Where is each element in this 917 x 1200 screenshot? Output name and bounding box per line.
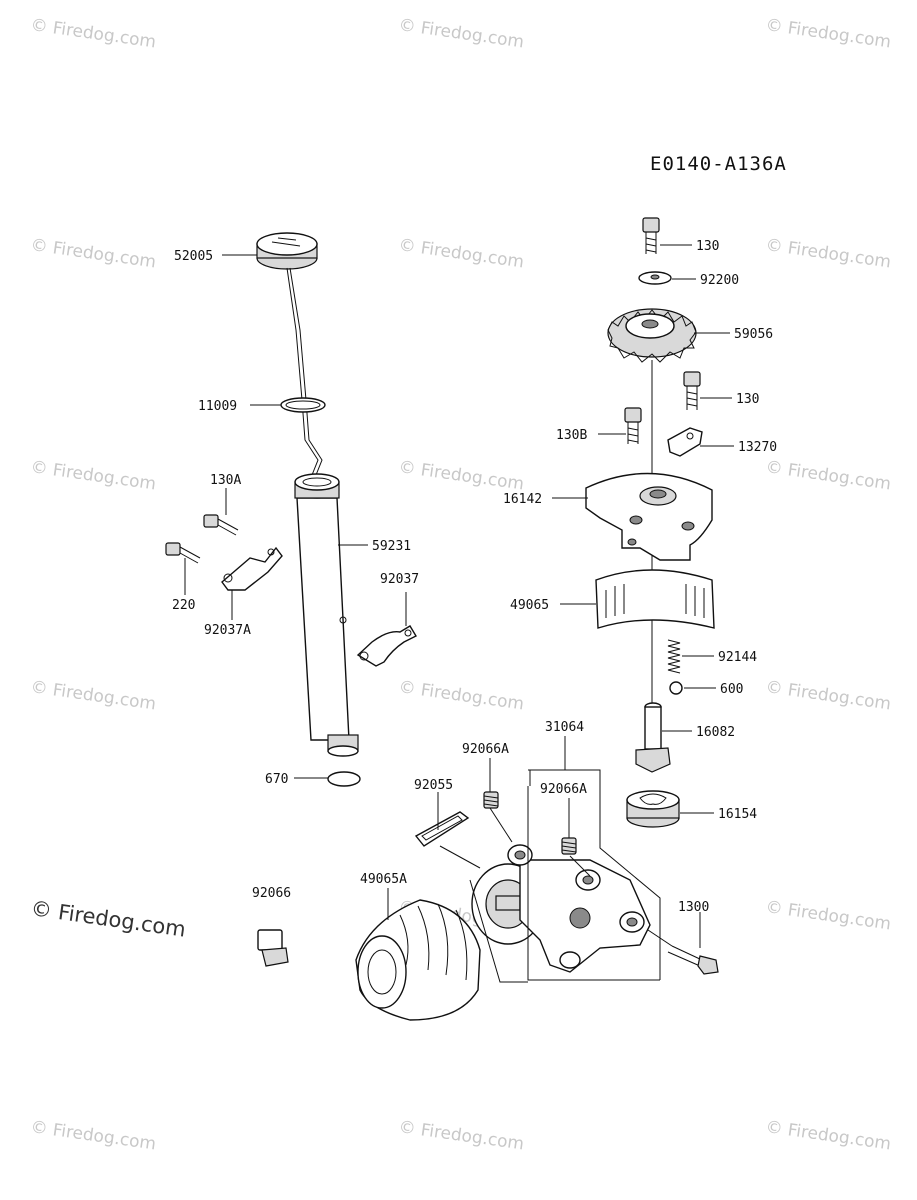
label-600[interactable]: 600 <box>720 682 743 697</box>
labels-left: 52005 11009 130A 220 92037A 59231 92037 … <box>172 249 419 787</box>
watermark: © Firedog.com <box>764 1117 892 1154</box>
label-92066[interactable]: 92066 <box>252 886 291 901</box>
label-59056[interactable]: 59056 <box>734 327 773 342</box>
plug-92066A-left <box>483 791 499 809</box>
label-13270[interactable]: 13270 <box>738 440 777 455</box>
watermark: © Firedog.com <box>29 677 157 714</box>
label-92144[interactable]: 92144 <box>718 650 757 665</box>
label-130B[interactable]: 130B <box>556 428 587 443</box>
diagram-code: E0140-A136A <box>650 153 787 175</box>
label-92066A-right[interactable]: 92066A <box>540 782 587 797</box>
bracket-92037A <box>221 546 283 591</box>
watermark: © Firedog.com <box>29 457 157 494</box>
spring-92144 <box>667 639 681 674</box>
oil-filter-49065A <box>355 899 481 1021</box>
plug-92066A-right <box>561 837 577 855</box>
watermark: © Firedog.com <box>764 677 892 714</box>
bolt-1300 <box>667 945 719 975</box>
label-220[interactable]: 220 <box>172 598 195 613</box>
labels-right: 130 92200 59056 130 130B 13270 16142 490… <box>252 239 777 948</box>
shaft-16082 <box>635 702 671 773</box>
watermark: © Firedog.com <box>764 897 892 934</box>
bolt-130-top <box>642 217 660 254</box>
label-31064[interactable]: 31064 <box>545 720 584 735</box>
watermark: © Firedog.com <box>29 1117 157 1154</box>
washer-92200 <box>638 271 672 285</box>
bolt-130A <box>203 514 239 536</box>
watermark: © Firedog.com <box>397 15 525 52</box>
bolt-130-mid <box>683 371 701 410</box>
watermark: © Firedog.com <box>764 15 892 52</box>
mount-bracket-lines <box>439 769 673 983</box>
label-11009[interactable]: 11009 <box>198 399 237 414</box>
label-92037[interactable]: 92037 <box>380 572 419 587</box>
label-92200[interactable]: 92200 <box>700 273 739 288</box>
label-92055[interactable]: 92055 <box>414 778 453 793</box>
o-ring-11009 <box>280 397 326 413</box>
gasket-92055 <box>414 811 470 847</box>
label-130-mid[interactable]: 130 <box>736 392 759 407</box>
label-130A[interactable]: 130A <box>210 473 241 488</box>
watermark: © Firedog.com <box>397 235 525 272</box>
housing-16142 <box>585 472 713 561</box>
screen-49065 <box>595 569 715 629</box>
plug-92066 <box>257 929 289 967</box>
o-ring-670 <box>327 771 361 787</box>
watermark: © Firedog.com <box>764 235 892 272</box>
dipstick-tube <box>294 473 359 757</box>
bolt-130B <box>624 407 642 444</box>
ball-600 <box>669 681 683 695</box>
label-59231[interactable]: 59231 <box>372 539 411 554</box>
watermark: © Firedog.com <box>397 677 525 714</box>
watermark: © Firedog.com <box>29 235 157 272</box>
watermark: © Firedog.com <box>397 457 525 494</box>
filter-mount-31064 <box>471 844 651 973</box>
dipstick-rod <box>286 267 323 489</box>
label-670[interactable]: 670 <box>265 772 288 787</box>
label-49065[interactable]: 49065 <box>510 598 549 613</box>
label-92066A-left[interactable]: 92066A <box>462 742 509 757</box>
label-16154[interactable]: 16154 <box>718 807 757 822</box>
dipstick-cap <box>256 232 318 270</box>
label-16142[interactable]: 16142 <box>503 492 542 507</box>
label-92037A[interactable]: 92037A <box>204 623 251 638</box>
label-16082[interactable]: 16082 <box>696 725 735 740</box>
rotor-16154 <box>626 790 680 828</box>
bolt-220 <box>165 542 201 564</box>
label-52005[interactable]: 52005 <box>174 249 213 264</box>
label-130-top[interactable]: 130 <box>696 239 719 254</box>
watermark: © Firedog.com <box>397 1117 525 1154</box>
label-1300[interactable]: 1300 <box>678 900 709 915</box>
plate-13270 <box>667 427 703 457</box>
watermark: © Firedog.com <box>764 457 892 494</box>
watermark: © Firedog.com <box>29 15 157 52</box>
gear-59056 <box>607 308 697 363</box>
label-49065A[interactable]: 49065A <box>360 872 407 887</box>
clamp-92037 <box>356 625 417 667</box>
watermark-main: © Firedog.com <box>29 896 187 942</box>
